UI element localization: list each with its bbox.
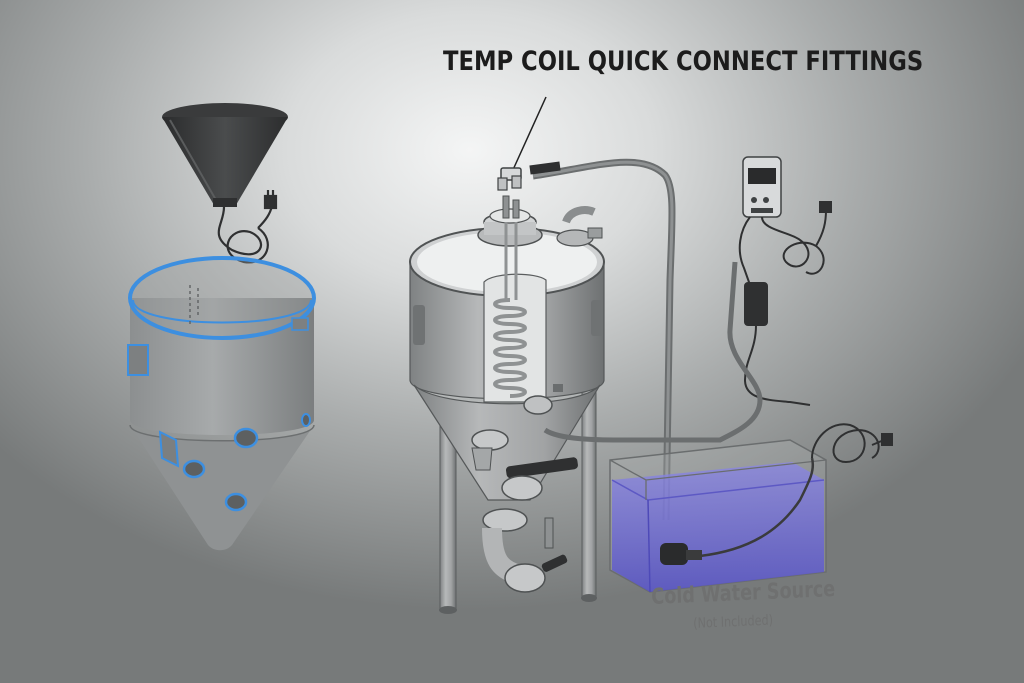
- cooling-jacket: [127, 256, 316, 551]
- pump-cord: [811, 423, 893, 464]
- cord-plug: [217, 190, 278, 264]
- submersible-pump: [660, 457, 815, 565]
- water-tank: [609, 439, 827, 593]
- quick-connect-fittings: [497, 96, 547, 191]
- tubing: [529, 158, 676, 521]
- temperature-controller: [742, 156, 782, 218]
- cooling-coil: [493, 222, 527, 398]
- controller-cord: [543, 201, 832, 443]
- heater-funnel: [162, 103, 288, 207]
- quick-connect-callout: TEMP COIL QUICK CONNECT FITTINGS: [443, 46, 924, 77]
